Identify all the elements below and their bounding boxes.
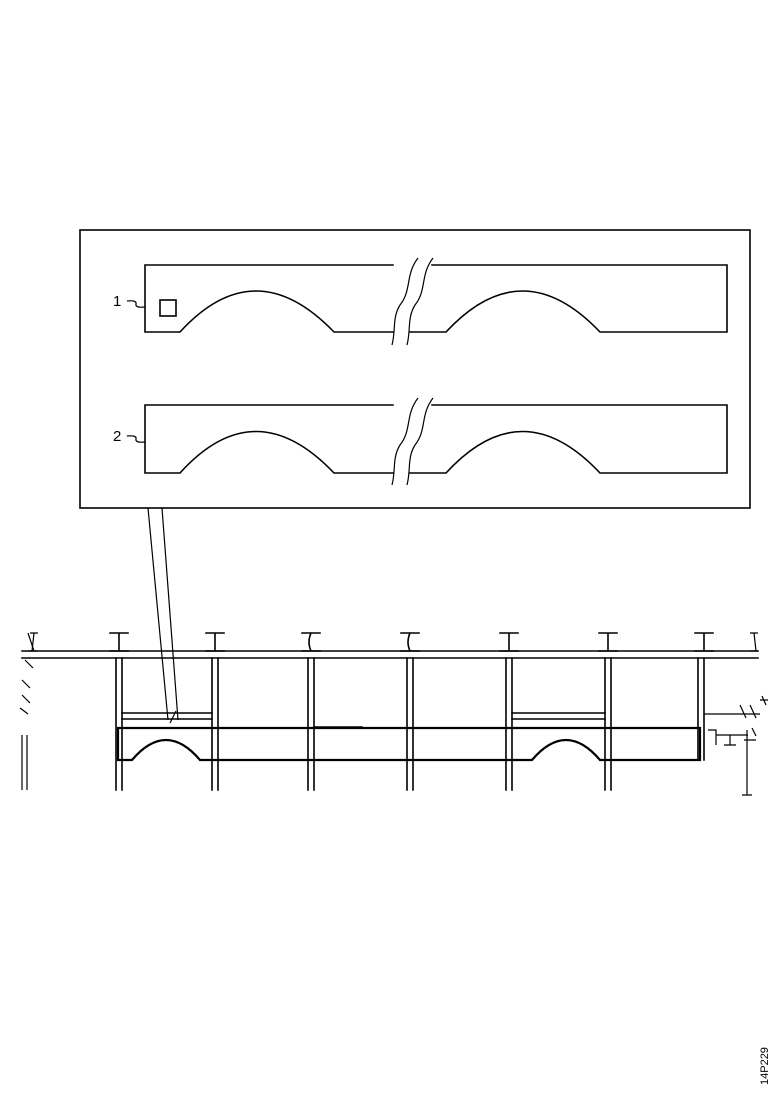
callout-1-leader	[126, 300, 146, 308]
leader-tip	[169, 710, 177, 724]
part-2-profile	[144, 397, 728, 486]
callout-2-leader	[126, 435, 146, 443]
stringer-sections	[28, 631, 758, 653]
detail-frame	[79, 229, 751, 509]
marking-square	[159, 299, 177, 317]
installed-view	[19, 631, 768, 796]
detail-view: 1 2	[79, 229, 751, 721]
right-bracket	[704, 695, 768, 796]
leader-line-right	[161, 507, 179, 721]
frame-members	[21, 657, 705, 791]
figure-reference: 14P229	[759, 1047, 771, 1085]
callout-2-label: 2	[113, 428, 121, 445]
part-1-profile	[144, 257, 728, 346]
left-annotations	[19, 632, 35, 715]
tie-bar-left	[121, 712, 213, 720]
callout-1-label: 1	[113, 293, 121, 310]
tie-bar-right	[511, 712, 606, 720]
installed-part	[116, 726, 702, 762]
leader-line-left	[147, 507, 169, 721]
